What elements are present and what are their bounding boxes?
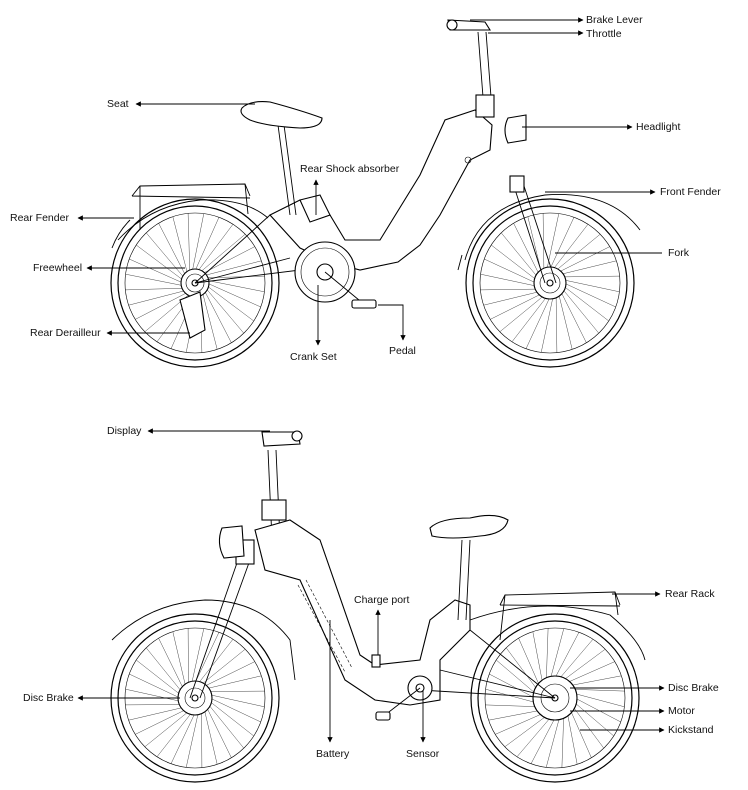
label-battery: Battery — [316, 748, 350, 760]
label-freewheel: Freewheel — [33, 262, 83, 274]
label-disc-brake-front: Disc Brake — [23, 692, 74, 704]
label-throttle: Throttle — [586, 28, 622, 40]
label-sensor: Sensor — [406, 748, 440, 760]
bottom-charge-port-shape — [371, 654, 381, 668]
top-front-wheel — [465, 198, 635, 368]
label-seat: Seat — [107, 98, 129, 110]
top-main-frame — [269, 109, 493, 271]
bottom-battery-shape — [297, 579, 353, 673]
label-rear-derailleur: Rear Derailleur — [30, 327, 101, 339]
bottom-rear-rack-shape — [499, 591, 621, 641]
top-front-fender-shape — [464, 194, 641, 261]
label-kickstand: Kickstand — [668, 724, 714, 736]
label-rear-fender: Rear Fender — [10, 212, 69, 224]
top-derailleur-shape — [179, 291, 206, 339]
top-seat-shape — [240, 101, 323, 129]
bottom-front-fender-shape — [111, 599, 296, 681]
label-fork: Fork — [668, 247, 689, 259]
bottom-handlebar — [261, 431, 301, 447]
label-pedal: Pedal — [389, 345, 416, 357]
bottom-bike — [110, 430, 646, 783]
top-headlight-shape — [504, 114, 527, 144]
label-brake-lever: Brake Lever — [586, 14, 643, 26]
label-display: Display — [107, 425, 142, 437]
top-rear-shock-shape — [299, 194, 331, 223]
top-rear-fender-shape — [117, 199, 269, 241]
label-crank-set: Crank Set — [290, 351, 337, 363]
label-rear-rack: Rear Rack — [665, 588, 715, 600]
leader-lines — [77, 17, 665, 743]
label-rear-shock-absorber: Rear Shock absorber — [300, 163, 400, 175]
label-disc-brake-rear: Disc Brake — [668, 682, 719, 694]
top-bike — [110, 19, 641, 368]
label-charge-port: Charge port — [354, 594, 410, 606]
bottom-headlight-shape — [218, 525, 245, 559]
label-headlight: Headlight — [636, 121, 681, 133]
label-motor: Motor — [668, 705, 695, 717]
bottom-seat-shape — [429, 514, 509, 539]
label-front-fender: Front Fender — [660, 186, 721, 198]
top-rear-rack-shape — [131, 183, 251, 230]
bottom-main-frame — [254, 519, 471, 706]
